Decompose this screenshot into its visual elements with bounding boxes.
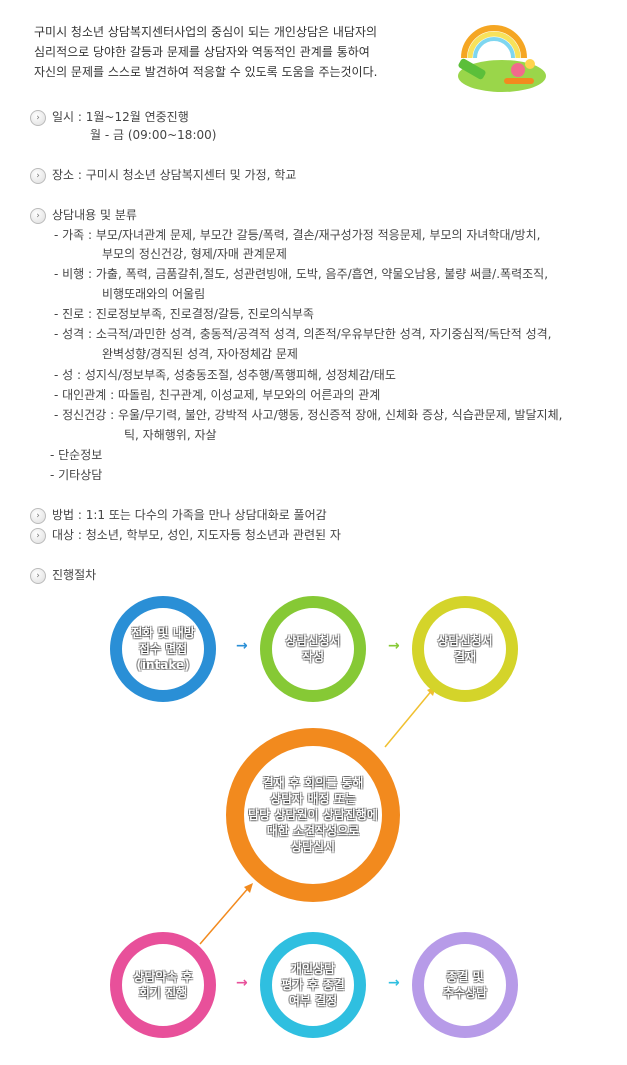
arrow-right-icon: → (236, 638, 248, 654)
step-application: 상담신청서 작성 (260, 596, 366, 702)
process-row: › 진행절차 (30, 566, 96, 584)
category-delinquency-cont: 비행또래와의 어울림 (102, 287, 206, 301)
intro-line: 심리적으로 당야한 갈등과 문제를 상담자와 역동적인 관계를 통하여 (34, 45, 370, 59)
step-text: 상담자 배정 또는 (270, 792, 356, 806)
category-personality: - 성격 : 소극적/과민한 성격, 충동적/공격적 성격, 의존적/우유부단한… (54, 327, 552, 341)
category-family: - 가족 : 부모/자녀관계 문제, 부모간 갈등/폭력, 결손/재구성가정 적… (54, 228, 541, 242)
step-text: 작성 (301, 650, 325, 664)
step-text: 개인상담 (290, 962, 336, 976)
step-text: 결재 후 회의를 통해 (262, 776, 364, 790)
target-row: › 대상 : 청소년, 학부모, 성인, 지도자등 청소년과 관련된 자 (30, 526, 341, 544)
step-text: 추수상담 (442, 986, 488, 1000)
content-row: › 상담내용 및 분류 (30, 206, 137, 224)
category-relations: - 대인관계 : 따돌림, 친구관계, 이성교제, 부모와의 어른과의 관계 (54, 388, 381, 402)
arrow-right-icon: → (388, 975, 400, 991)
chevron-right-icon: › (30, 110, 46, 126)
category-career: - 진로 : 진로정보부족, 진로결정/갈등, 진로의식부족 (54, 307, 314, 321)
arrow-right-icon: → (388, 638, 400, 654)
step-text: 대한 소견작성으로 (266, 824, 360, 838)
arrow-right-icon: → (236, 975, 248, 991)
chevron-right-icon: › (30, 168, 46, 184)
category-mental: - 정신건강 : 우울/무기력, 불안, 강박적 사고/행동, 정신증적 장애,… (54, 408, 563, 422)
intro-line: 자신의 문제를 스스로 발견하여 적응할 수 있도록 도움을 주는것이다. (34, 65, 378, 79)
place-text: 장소 : 구미시 청소년 상담복지센터 및 가정, 학교 (52, 168, 297, 182)
intro-text: 구미시 청소년 상담복지센터사업의 중심이 되는 개인상담은 내담자의 심리적으… (34, 22, 434, 82)
schedule-row: › 일시 : 1월~12월 연중진행 (30, 108, 189, 126)
chevron-right-icon: › (30, 528, 46, 544)
category-delinquency: - 비행 : 가출, 폭력, 금품갈취,절도, 성관련빙애, 도박, 음주/흡연… (54, 267, 549, 281)
chevron-right-icon: › (30, 568, 46, 584)
method-text: 방법 : 1:1 또는 다수의 가족을 만나 상담대화로 풀어감 (52, 508, 327, 522)
category-simple: - 단순정보 (50, 448, 103, 462)
step-text: 상담신청서 (285, 634, 341, 648)
step-termination: 종결 및 추수상담 (412, 932, 518, 1038)
step-text: 상담신청서 (437, 634, 493, 648)
step-sessions: 상담약속 후 회기 진행 (110, 932, 216, 1038)
step-evaluation: 개인상담 평가 후 종결 여부 결정 (260, 932, 366, 1038)
step-text: (intake) (136, 658, 190, 672)
step-text: 접수 면접 (138, 642, 188, 656)
rainbow-landscape-illustration (458, 25, 546, 92)
step-counseling: 결재 후 회의를 통해 상담자 배정 또는 담당 상담원이 상담진행에 대한 소… (226, 728, 400, 902)
content-title: 상담내용 및 분류 (52, 208, 137, 222)
category-personality-cont: 완벽성향/경직된 성격, 자아정체감 문제 (102, 347, 298, 361)
intro-line: 구미시 청소년 상담복지센터사업의 중심이 되는 개인상담은 내담자의 (34, 25, 378, 39)
target-text: 대상 : 청소년, 학부모, 성인, 지도자등 청소년과 관련된 자 (52, 528, 341, 542)
step-approval: 상담신청서 결재 (412, 596, 518, 702)
schedule-hours: 월 - 금 (09:00~18:00) (90, 128, 217, 142)
place-row: › 장소 : 구미시 청소년 상담복지센터 및 가정, 학교 (30, 166, 296, 184)
step-text: 평가 후 종결 (281, 978, 345, 992)
step-text: 여부 결정 (288, 994, 338, 1008)
category-family-cont: 부모의 정신건강, 형제/자매 관계문제 (102, 247, 287, 261)
category-mental-cont: 틱, 자해행위, 자살 (124, 428, 217, 442)
step-text: 전화 및 내방 (131, 626, 195, 640)
chevron-right-icon: › (30, 208, 46, 224)
step-text: 담당 상담원이 상담진행에 (248, 808, 378, 822)
step-text: 종결 및 (446, 970, 484, 984)
category-other: - 기타상담 (50, 468, 103, 482)
step-text: 상담실시 (290, 840, 336, 854)
process-title: 진행절차 (52, 568, 97, 582)
step-text: 결재 (453, 650, 477, 664)
step-text: 상담약속 후 (133, 970, 193, 984)
chevron-right-icon: › (30, 508, 46, 524)
category-sex: - 성 : 성지식/정보부족, 성충동조절, 성추행/폭행피해, 성정체감/태도 (54, 368, 396, 382)
step-text: 회기 진행 (138, 986, 188, 1000)
step-intake: 전화 및 내방 접수 면접 (intake) (110, 596, 216, 702)
schedule-text: 일시 : 1월~12월 연중진행 (52, 110, 189, 124)
method-row: › 방법 : 1:1 또는 다수의 가족을 만나 상담대화로 풀어감 (30, 506, 327, 524)
